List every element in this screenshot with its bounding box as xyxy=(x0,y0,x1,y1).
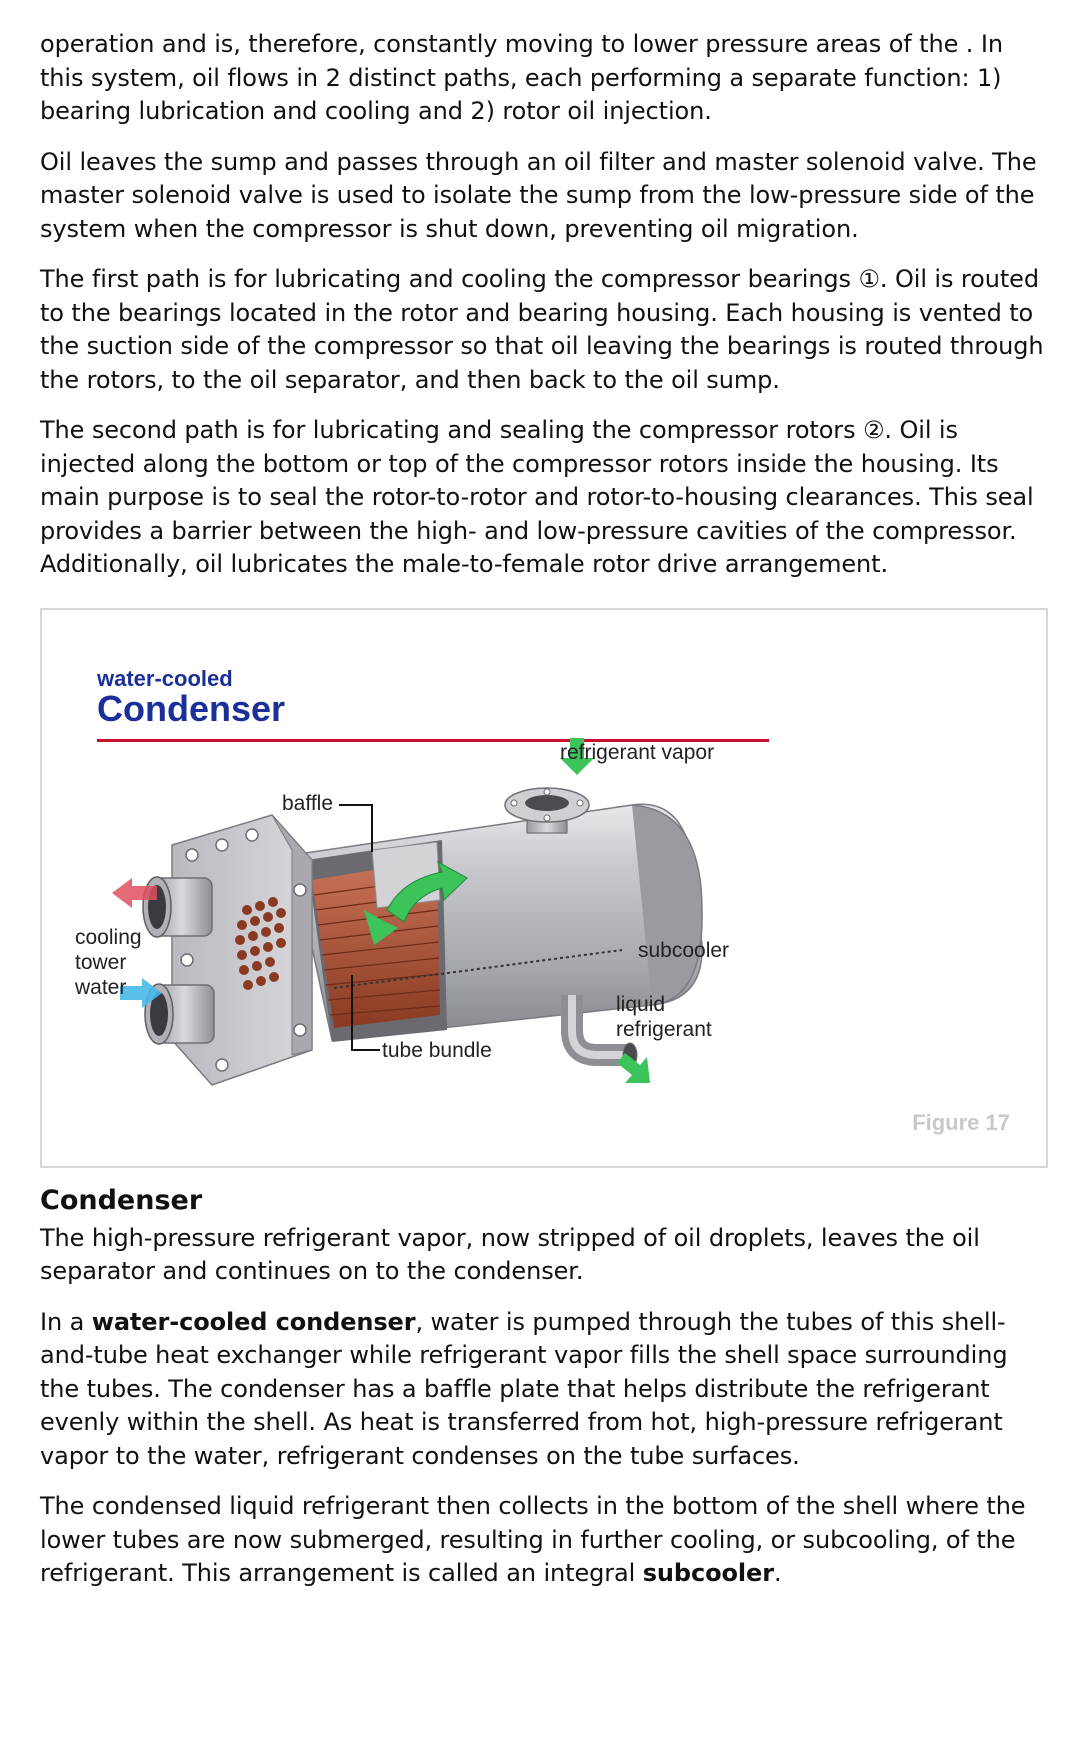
term-water-cooled-condenser: water-cooled condenser xyxy=(91,1307,416,1336)
text-run: . xyxy=(773,1559,782,1587)
figure-title-rule xyxy=(97,738,769,742)
figure-number: Figure 17 xyxy=(912,1109,1010,1135)
paragraph-oil-flow: operation and is, therefore, constantly … xyxy=(40,30,1003,125)
section-heading: Condenser xyxy=(40,1184,203,1216)
leader-lines xyxy=(339,803,380,1051)
condenser-figure: water-cooled Condenser xyxy=(40,607,1048,1168)
text-run: In a xyxy=(40,1307,92,1336)
text-run: , water is pumped through the tubes of t… xyxy=(40,1307,1008,1470)
water-nozzles xyxy=(142,875,215,1045)
document-page: operation and is, therefore, constantly … xyxy=(40,28,1050,1608)
tube-bundle-cutaway xyxy=(307,839,623,1042)
paragraph-second-path: The second path is for lubricating and s… xyxy=(40,416,1034,578)
tube-sheet xyxy=(171,813,313,1086)
label-subcooler: subcooler xyxy=(638,938,730,962)
paragraph-first-path: The first path is for lubricating and co… xyxy=(40,265,1044,394)
figure-title: Condenser xyxy=(97,687,286,729)
label-liquid-refrigerant: liquid refrigerant xyxy=(616,992,712,1041)
paragraph-subcooler: The condensed liquid refrigerant then co… xyxy=(40,1490,1050,1591)
text-run: The condensed liquid refrigerant then co… xyxy=(40,1492,1026,1587)
term-subcooler: subcooler xyxy=(642,1559,774,1587)
paragraph-oil-sump: Oil leaves the sump and passes through a… xyxy=(40,147,1037,243)
paragraph-condenser-intro: The high-pressure refrigerant vapor, now… xyxy=(40,1223,980,1286)
paragraph-water-cooled: In a water-cooled condenser, water is pu… xyxy=(40,1306,1050,1474)
label-cooling-tower-water: cooling tower water xyxy=(75,925,142,999)
figure-subtitle: water-cooled xyxy=(97,665,233,691)
label-refrigerant-vapor: refrigerant vapor xyxy=(560,740,715,764)
label-baffle: baffle xyxy=(282,791,333,815)
vapor-inlet-flange xyxy=(504,786,590,834)
flow-arrows xyxy=(112,737,650,1083)
label-tube-bundle: tube bundle xyxy=(382,1038,492,1062)
condenser-illustration xyxy=(112,737,703,1086)
